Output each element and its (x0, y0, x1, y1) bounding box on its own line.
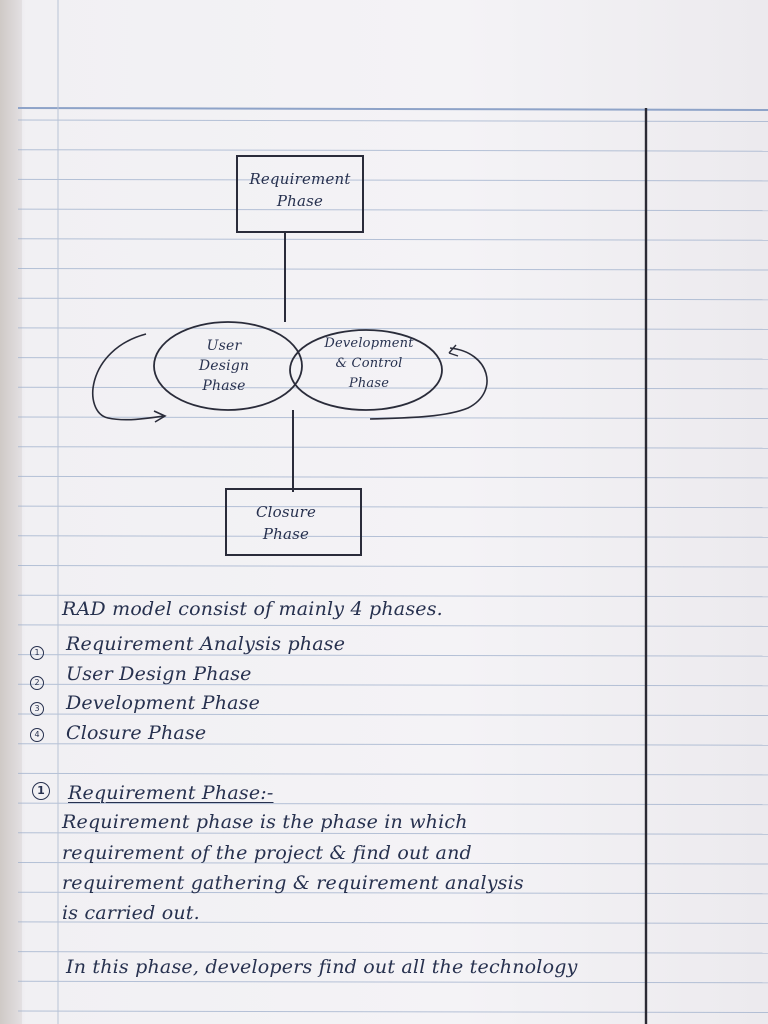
ruled-line (17, 891, 768, 895)
ruled-line (17, 980, 768, 984)
ruled-line (17, 386, 768, 390)
list-item-2: User Design Phase (66, 663, 252, 685)
ruled-line (17, 832, 768, 835)
ruled-line (17, 238, 768, 241)
arrowhead-right (448, 344, 459, 357)
ruled-line (17, 1010, 768, 1013)
ruled-line (17, 624, 768, 627)
list-item-3: Development Phase (66, 692, 261, 714)
ruled-line (17, 149, 768, 152)
ruled-line (17, 297, 768, 301)
development-phase-oval (289, 329, 443, 411)
ruled-line (17, 119, 768, 122)
requirement-box-label: Requirement Phase (249, 170, 351, 210)
intro-line: RAD model consist of mainly 4 phases. (62, 598, 443, 620)
ruled-line (17, 565, 768, 568)
paragraph-line-3: requirement gathering & requirement anal… (62, 872, 524, 894)
ruled-line (17, 535, 768, 538)
development-control-label: Development & Control Phase (324, 336, 414, 391)
arrowhead-left (153, 410, 167, 423)
closure-box-label: Closure Phase (255, 503, 317, 543)
list-item-4: Closure Phase (66, 722, 207, 744)
ruled-line (17, 475, 768, 479)
loop-arrow-left (91, 333, 165, 421)
loop-arrow-right (369, 347, 488, 420)
ruled-line (17, 268, 768, 271)
requirement-phase-box (236, 155, 364, 233)
closure-phase-box (225, 488, 362, 556)
ruled-line (17, 357, 768, 360)
ruled-line (17, 683, 768, 687)
ruled-line (17, 743, 768, 746)
ruled-line (17, 446, 768, 449)
ruled-line (17, 594, 768, 598)
ruled-line (17, 862, 768, 865)
section-marker: 1 (32, 782, 50, 800)
ruled-line (17, 327, 768, 330)
ruled-line (17, 921, 768, 924)
list-item-1: Requirement Analysis phase (66, 633, 346, 655)
ruled-line (17, 802, 768, 806)
user-design-phase-oval (153, 321, 303, 411)
list-marker-3: 3 (30, 702, 44, 716)
header-rule (17, 107, 768, 111)
paragraph-line-4: is carried out. (62, 902, 200, 924)
paragraph-line-2: requirement of the project & find out an… (62, 842, 472, 864)
ruled-line (17, 208, 768, 212)
ruled-line (17, 505, 768, 509)
user-design-label: User Design Phase (198, 338, 250, 394)
ruled-line (17, 178, 768, 182)
ruled-line (17, 713, 768, 716)
section-heading: Requirement Phase:- (68, 782, 274, 804)
list-marker-2: 2 (30, 676, 44, 690)
ruled-line (17, 654, 768, 657)
ruled-line (17, 951, 768, 954)
paragraph-line-1: Requirement phase is the phase in which (62, 811, 468, 833)
page-binding-edge (0, 0, 22, 1024)
last-line: In this phase, developers find out all t… (66, 956, 578, 978)
list-marker-1: 1 (30, 646, 44, 660)
list-marker-4: 4 (30, 728, 44, 742)
ruled-line (17, 772, 768, 776)
